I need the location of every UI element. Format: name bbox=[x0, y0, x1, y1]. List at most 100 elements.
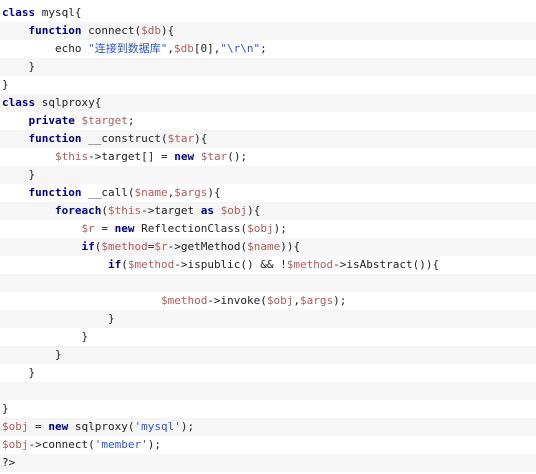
code-token: , bbox=[293, 294, 301, 307]
code-token bbox=[2, 258, 108, 271]
code-line: $method->invoke($obj,$args); bbox=[0, 292, 536, 310]
code-token: $target bbox=[81, 114, 128, 127]
code-token: ){ bbox=[194, 132, 208, 145]
code-token: new bbox=[48, 420, 69, 433]
code-token bbox=[2, 186, 29, 199]
code-token: new bbox=[114, 222, 135, 235]
code-token: $name bbox=[134, 186, 168, 199]
code-token bbox=[2, 150, 55, 163]
code-line: echo "连接到数据库",$db[0],"\r\n"; bbox=[0, 40, 536, 58]
code-token: ->ispublic() && ! bbox=[174, 258, 287, 271]
code-token: new bbox=[174, 150, 195, 163]
code-token: ->target bbox=[141, 204, 201, 217]
code-token: ); bbox=[180, 420, 195, 433]
code-token: } bbox=[2, 330, 89, 343]
code-line: function __construct($tar){ bbox=[0, 130, 536, 148]
code-token: $this bbox=[107, 204, 142, 217]
code-token: function bbox=[28, 132, 82, 145]
code-line: } bbox=[0, 166, 536, 184]
code-token: , bbox=[167, 42, 174, 55]
code-token: } bbox=[2, 402, 9, 415]
code-token bbox=[2, 240, 81, 253]
code-token: sqlproxy( bbox=[68, 420, 135, 433]
code-line: $obj->connect('member'); bbox=[0, 436, 536, 454]
code-token: $args bbox=[174, 186, 208, 199]
code-token: $tar bbox=[167, 132, 195, 145]
code-token: } bbox=[2, 168, 36, 181]
code-token: )){ bbox=[280, 240, 301, 253]
code-line: } bbox=[0, 346, 536, 364]
code-token bbox=[214, 204, 221, 217]
code-line: if($method=$r->getMethod($name)){ bbox=[0, 238, 536, 256]
code-token: __call( bbox=[81, 186, 135, 199]
code-token: $obj bbox=[2, 420, 29, 433]
code-token: 'member' bbox=[94, 438, 148, 451]
code-token: ){ bbox=[247, 204, 261, 217]
code-token: ); bbox=[333, 294, 347, 307]
code-token: ; bbox=[127, 114, 135, 127]
code-token bbox=[2, 222, 81, 235]
code-line: private $target; bbox=[0, 112, 536, 130]
code-token: ->connect( bbox=[28, 438, 95, 451]
code-token bbox=[2, 204, 55, 217]
code-line: foreach($this->target as $obj){ bbox=[0, 202, 536, 220]
code-token: $r bbox=[81, 222, 95, 235]
code-token: ->target[] = bbox=[88, 150, 175, 163]
code-line: class sqlproxy{ bbox=[0, 94, 536, 112]
code-token: $method bbox=[101, 240, 148, 253]
code-token: function bbox=[28, 24, 82, 37]
code-token: ); bbox=[147, 438, 161, 451]
code-token: "连接到数据库" bbox=[88, 42, 168, 55]
code-token: $obj bbox=[220, 204, 248, 217]
code-token: } bbox=[2, 348, 62, 361]
code-token: ); bbox=[273, 222, 287, 235]
code-token: class bbox=[2, 6, 36, 19]
code-line: } bbox=[0, 76, 536, 94]
code-line: $this->target[] = new $tar(); bbox=[0, 148, 536, 166]
code-token: $obj bbox=[266, 294, 294, 307]
code-token: connect( bbox=[81, 24, 142, 37]
code-token: if bbox=[107, 258, 122, 271]
code-token bbox=[2, 24, 29, 37]
code-token: function bbox=[28, 186, 82, 199]
code-token: ){ bbox=[160, 24, 175, 37]
code-token: $obj bbox=[247, 222, 274, 235]
code-token: ->getMethod( bbox=[167, 240, 248, 253]
code-token: } bbox=[2, 366, 36, 379]
code-token bbox=[2, 132, 29, 145]
code-token: $this bbox=[54, 150, 89, 163]
code-token: $method bbox=[160, 294, 208, 307]
code-token: if bbox=[81, 240, 95, 253]
code-line: } bbox=[0, 58, 536, 76]
code-token: , bbox=[167, 186, 175, 199]
code-line: if($method->ispublic() && !$method->isAb… bbox=[0, 256, 536, 274]
code-token: ->invoke( bbox=[207, 294, 267, 307]
code-token: "\r\n" bbox=[220, 42, 261, 55]
code-line: ?> bbox=[0, 454, 536, 472]
code-line bbox=[0, 274, 536, 292]
code-token: ( bbox=[94, 240, 102, 253]
code-line bbox=[0, 382, 536, 400]
code-token: sqlproxy{ bbox=[35, 96, 102, 109]
code-token: } bbox=[2, 78, 9, 91]
code-token bbox=[194, 150, 201, 163]
code-line: function __call($name,$args){ bbox=[0, 184, 536, 202]
code-token: ( bbox=[101, 204, 108, 217]
code-token: $obj bbox=[2, 438, 29, 451]
code-line: function connect($db){ bbox=[0, 22, 536, 40]
code-token: ?> bbox=[2, 456, 16, 469]
code-token: = bbox=[94, 222, 115, 235]
code-token: $tar bbox=[200, 150, 228, 163]
code-token: $name bbox=[247, 240, 281, 253]
code-token: (); bbox=[227, 150, 248, 163]
code-token: $args bbox=[300, 294, 334, 307]
code-token: class bbox=[2, 96, 36, 109]
code-token: = bbox=[147, 240, 155, 253]
code-line: $obj = new sqlproxy('mysql'); bbox=[0, 418, 536, 436]
code-token: ; bbox=[260, 42, 267, 55]
code-token: ->isAbstract()){ bbox=[333, 258, 440, 271]
code-token: ){ bbox=[207, 186, 221, 199]
code-line: $r = new ReflectionClass($obj); bbox=[0, 220, 536, 238]
code-token: $r bbox=[154, 240, 168, 253]
